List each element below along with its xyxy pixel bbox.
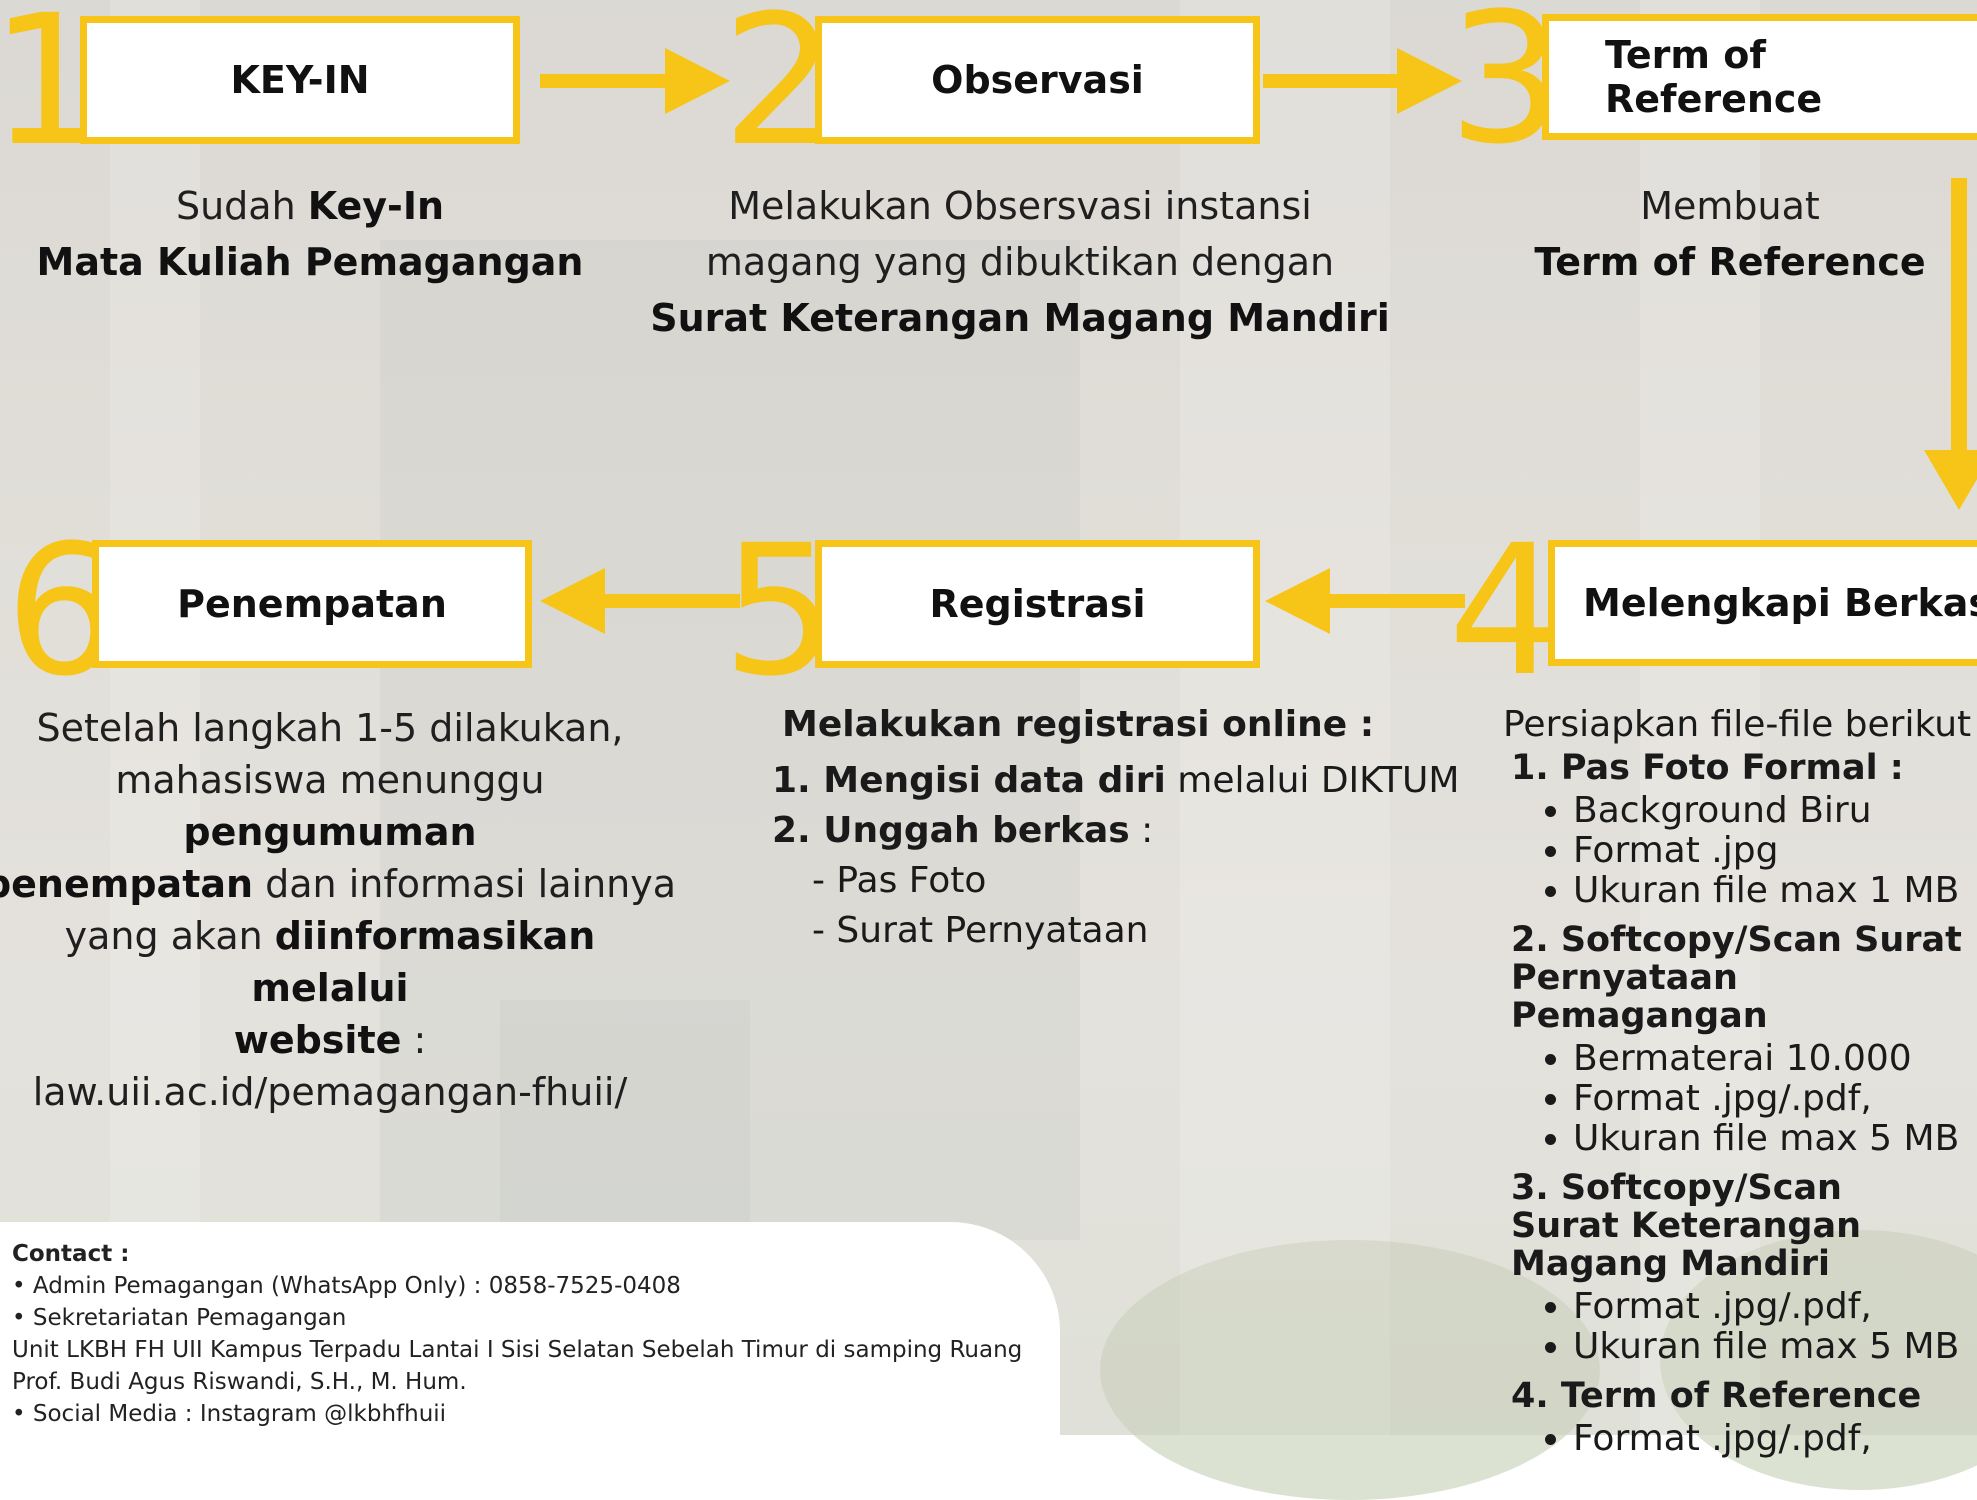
step1-course: Mata Kuliah Pemagangan <box>36 240 584 284</box>
req-list: Format .jpg/.pdf, <box>1503 1419 1977 1459</box>
contact-panel: Contact : • Admin Pemagangan (WhatsApp O… <box>0 1222 1060 1482</box>
building-door <box>500 1000 750 1260</box>
step6-bold: pengumuman <box>183 810 477 854</box>
contact-address-2: Prof. Budi Agus Riswandi, S.H., M. Hum. <box>12 1369 467 1395</box>
arrow-5-to-6-head <box>540 568 605 634</box>
req-item: Format .jpg/.pdf, <box>1573 1287 1977 1327</box>
step6-text: dan informasi lainnya <box>253 862 677 906</box>
step-title-berkas: Melengkapi Berkas <box>1548 540 1977 666</box>
step2-description: Melakukan Obsersvasi instansi magang yan… <box>620 178 1420 346</box>
building-column <box>110 0 200 1435</box>
req-group-head: 4. Term of Reference <box>1511 1376 1922 1416</box>
step1-description: Sudah Key-In Mata Kuliah Pemagangan <box>0 178 620 290</box>
req-item: Ukuran file max 5 MB <box>1573 1119 1977 1159</box>
step5-sub1: - Pas Foto <box>812 860 987 901</box>
req-group-head: 2. Softcopy/Scan Surat Pernyataan Pemaga… <box>1511 920 1962 1036</box>
arrow-4-to-5 <box>1325 594 1465 608</box>
arrow-3-to-4 <box>1951 178 1967 458</box>
step1-bold: Key-In <box>307 184 445 228</box>
step5-item1-text: melalui DIKTUM <box>1165 760 1460 801</box>
req-list: Format .jpg/.pdf, Ukuran file max 5 MB <box>1503 1287 1977 1367</box>
building-column <box>1180 0 1390 1435</box>
contact-whatsapp: • Admin Pemagangan (WhatsApp Only) : 085… <box>12 1273 681 1299</box>
arrow-4-to-5-head <box>1265 568 1330 634</box>
step4-intro: Persiapkan file-file berikut <box>1503 704 1972 745</box>
req-item: Format .jpg <box>1573 831 1977 871</box>
step6-description: Setelah langkah 1-5 dilakukan, mahasiswa… <box>0 702 680 1118</box>
step3-line2: Term of Reference <box>1534 240 1926 284</box>
req-item: Ukuran file max 5 MB <box>1573 1327 1977 1367</box>
step5-item2-text: : <box>1129 810 1154 851</box>
step6-bold: penempatan <box>0 862 254 906</box>
req-group-head: 1. Pas Foto Formal : <box>1511 748 1904 788</box>
step5-sub2: - Surat Pernyataan <box>812 910 1149 951</box>
req-list: Bermaterai 10.000 Format .jpg/.pdf, Ukur… <box>1503 1039 1977 1159</box>
step-title-observasi: Observasi <box>815 16 1260 144</box>
contact-secretariat: • Sekretariatan Pemagangan <box>12 1305 347 1331</box>
step5-item1-bold: 1. Mengisi data diri <box>772 760 1166 801</box>
background-overlay <box>0 0 1977 1435</box>
req-item: Bermaterai 10.000 <box>1573 1039 1977 1079</box>
req-item: Format .jpg/.pdf, <box>1573 1079 1977 1119</box>
step5-item2-bold: 2. Unggah berkas <box>772 810 1130 851</box>
step2-line2: magang yang dibuktikan dengan <box>705 240 1335 284</box>
step2-line3: Surat Keterangan Magang Mandiri <box>650 296 1390 340</box>
req-list: Background Biru Format .jpg Ukuran file … <box>1503 791 1977 911</box>
req-item: Ukuran file max 1 MB <box>1573 871 1977 911</box>
step4-requirements: Persiapkan file-file berikut 1. Pas Foto… <box>1503 705 1977 1469</box>
arrow-2-to-3-head <box>1397 48 1462 114</box>
arrow-3-to-4-head <box>1924 450 1977 510</box>
step-title-tor: Term of Reference <box>1542 14 1977 140</box>
flow-arrows <box>540 48 1977 634</box>
step6-bold: diinformasikan melalui <box>251 914 596 1010</box>
arrow-1-to-2 <box>540 74 670 88</box>
step5-heading: Melakukan registrasi online : <box>782 704 1375 745</box>
step-number-4: 4 <box>1448 507 1563 716</box>
step3-line1: Membuat <box>1640 184 1820 228</box>
step6-line1: Setelah langkah 1-5 dilakukan, <box>36 706 624 750</box>
arrow-5-to-6 <box>600 594 740 608</box>
step-title-penempatan: Penempatan <box>92 540 532 668</box>
step6-bold: website <box>233 1018 402 1062</box>
req-group-head: 3. Softcopy/Scan Surat Keterangan Magang… <box>1511 1168 1862 1284</box>
arrow-1-to-2-head <box>665 48 730 114</box>
step6-text: mahasiswa menunggu <box>115 758 545 802</box>
building-column <box>1640 0 1760 1435</box>
contact-address: Unit LKBH FH UII Kampus Terpadu Lantai I… <box>12 1337 1023 1363</box>
step6-website: : law.uii.ac.id/pemagangan-fhuii/ <box>32 1018 628 1114</box>
step-title-registrasi: Registrasi <box>815 540 1260 668</box>
req-item: Background Biru <box>1573 791 1977 831</box>
req-item: Format .jpg/.pdf, <box>1573 1419 1977 1459</box>
step1-text: Sudah <box>175 184 308 228</box>
contact-title: Contact : <box>12 1241 130 1267</box>
contact-social: • Social Media : Instagram @lkbhfhuii <box>12 1401 447 1427</box>
step-number-3: 3 <box>1448 0 1563 184</box>
arrow-2-to-3 <box>1263 74 1403 88</box>
step3-description: Membuat Term of Reference <box>1500 178 1960 290</box>
step2-line1: Melakukan Obsersvasi instansi <box>728 184 1312 228</box>
building-glass <box>380 240 1080 1240</box>
step6-text: yang akan <box>64 914 275 958</box>
step5-description: Melakukan registrasi online : 1. Mengisi… <box>772 700 1460 956</box>
step-title-keyin: KEY-IN <box>80 16 520 144</box>
